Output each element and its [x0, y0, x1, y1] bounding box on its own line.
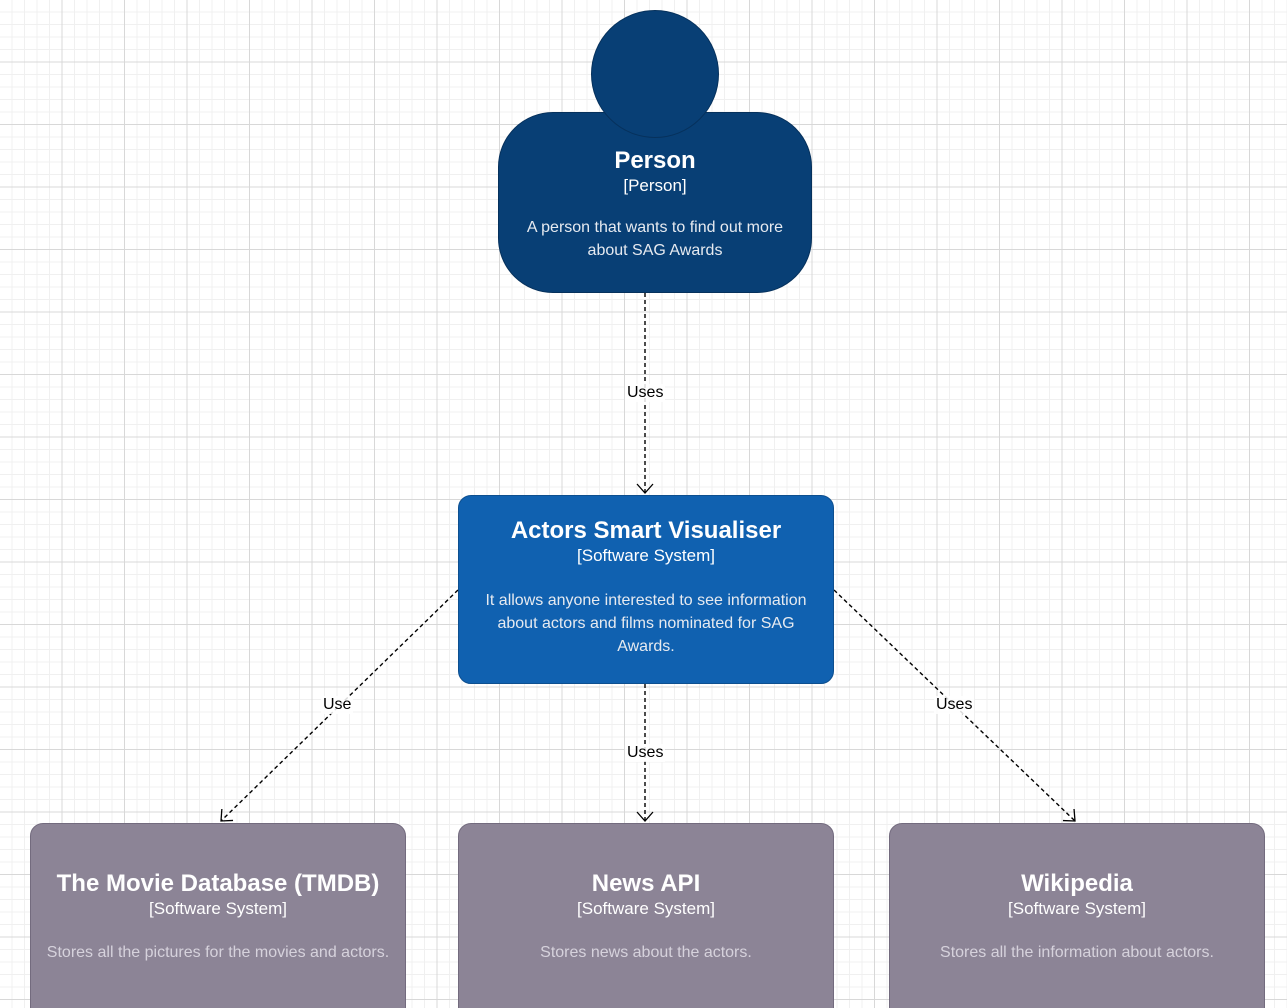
tmdb-node[interactable]: The Movie Database (TMDB) [Software Syst…: [30, 823, 406, 1008]
news-type: [Software System]: [577, 899, 715, 918]
tmdb-title: The Movie Database (TMDB): [56, 870, 380, 897]
edge-label-system-to-tmdb: Use: [321, 696, 354, 714]
tmdb-type: [Software System]: [149, 899, 287, 918]
news-title: News API: [591, 870, 701, 897]
edge-label-system-to-wiki: Uses: [934, 696, 975, 714]
person-type: [Person]: [623, 176, 687, 195]
wiki-title: Wikipedia: [1021, 870, 1133, 897]
tmdb-description: Stores all the pictures for the movies a…: [46, 944, 390, 961]
edge-system-to-tmdb[interactable]: [220, 589, 459, 822]
actors-smart-visualiser-node[interactable]: Actors Smart Visualiser [Software System…: [458, 495, 834, 684]
news-api-node[interactable]: News API [Software System] Stores news a…: [458, 823, 834, 1008]
system-title: Actors Smart Visualiser: [510, 517, 782, 544]
wikipedia-node[interactable]: Wikipedia [Software System] Stores all t…: [889, 823, 1265, 1008]
wiki-type: [Software System]: [1008, 899, 1146, 918]
edge-label-person-to-system: Uses: [625, 384, 666, 402]
person-title: Person: [614, 147, 696, 174]
person-node[interactable]: Person [Person] A person that wants to f…: [498, 112, 812, 293]
system-type: [Software System]: [577, 546, 715, 565]
person-head-shape[interactable]: [591, 10, 719, 138]
edge-label-system-to-news: Uses: [625, 744, 666, 762]
system-description: It allows anyone interested to see infor…: [485, 592, 807, 655]
wiki-description: Stores all the information about actors.: [940, 944, 1214, 961]
news-description: Stores news about the actors.: [540, 944, 752, 961]
person-description: A person that wants to find out more abo…: [526, 219, 784, 259]
